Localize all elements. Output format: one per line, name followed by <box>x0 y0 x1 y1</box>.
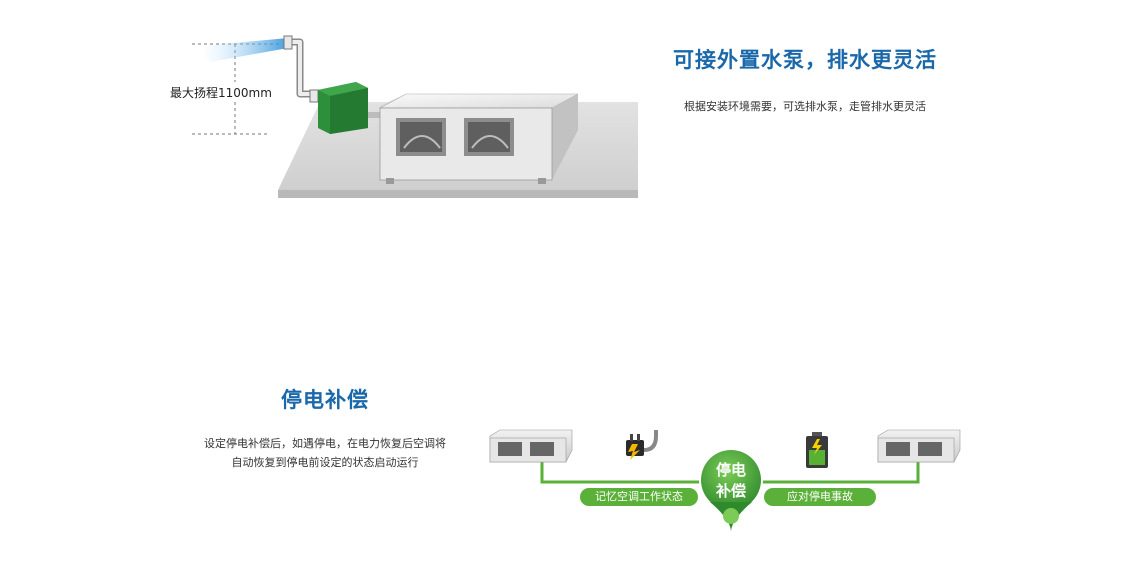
power-desc-line-1: 设定停电补偿后，如遇停电，在电力恢复后空调将 <box>204 437 446 450</box>
battery-icon <box>806 432 828 468</box>
power-desc-line-2: 自动恢复到停电前设定的状态启动运行 <box>231 456 419 469</box>
pump-section-description: 根据安装环境需要，可选排水泵，走管排水更灵活 <box>684 100 926 113</box>
pump-illustration-svg <box>192 35 638 198</box>
badge-text-line-2: 补偿 <box>715 482 746 500</box>
power-section-title: 停电补偿 <box>281 388 369 412</box>
pump-section-title: 可接外置水泵，排水更灵活 <box>673 48 937 72</box>
max-lift-label: 最大扬程1100mm <box>170 86 272 100</box>
memory-state-pill: 记忆空调工作状态 <box>580 488 698 506</box>
handle-outage-pill: 应对停电事故 <box>764 488 876 506</box>
power-section-description: 设定停电补偿后，如遇停电，在电力恢复后空调将 自动恢复到停电前设定的状态启动运行 <box>160 434 490 472</box>
badge-text-line-1: 停电 <box>715 461 746 479</box>
pump-illustration <box>160 20 650 210</box>
plug-icon <box>626 430 658 460</box>
power-compensation-badge <box>698 448 763 532</box>
power-flow-svg <box>489 429 961 532</box>
unit-after-icon <box>877 429 961 463</box>
water-spray-icon <box>200 38 288 62</box>
power-flow-diagram <box>480 420 980 540</box>
unit-before-icon <box>489 429 573 463</box>
